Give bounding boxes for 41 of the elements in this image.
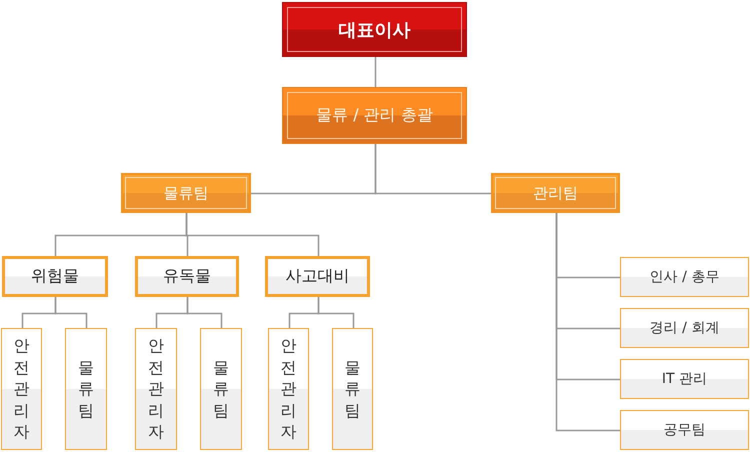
unit-box xyxy=(620,308,749,348)
box-label: 물류 / 관리 총괄 xyxy=(316,105,433,126)
connector-line xyxy=(318,297,354,328)
unit-box xyxy=(620,410,749,450)
box-label: 물류팀 xyxy=(344,356,360,422)
box-label: 경리 / 회계 xyxy=(650,319,720,337)
box-label: 물류팀 xyxy=(164,184,208,202)
box-label: 공무팀 xyxy=(664,421,706,439)
team-box xyxy=(121,173,251,213)
connector-line xyxy=(186,213,320,256)
division-box xyxy=(282,87,467,144)
unit-box xyxy=(620,257,749,297)
role-box xyxy=(200,328,242,450)
role-box xyxy=(1,328,42,450)
team-box xyxy=(491,173,620,213)
role-box xyxy=(135,328,177,450)
unit-box xyxy=(265,256,370,297)
connector-line xyxy=(54,297,88,328)
box-label: 안전관리자 xyxy=(148,335,164,443)
box-label: 유독물 xyxy=(163,266,211,287)
unit-box xyxy=(620,359,749,399)
unit-box xyxy=(2,256,108,297)
connector-line xyxy=(374,144,491,194)
box-label: IT 관리 xyxy=(662,370,708,388)
role-box xyxy=(332,328,373,450)
connector-line xyxy=(186,297,222,328)
unit-box xyxy=(135,256,239,297)
role-box xyxy=(268,328,309,450)
box-label: 안전관리자 xyxy=(14,335,30,443)
box-label: 물류팀 xyxy=(213,356,229,422)
executive-box xyxy=(282,2,467,57)
role-box xyxy=(65,328,107,450)
box-label: 위험물 xyxy=(31,266,79,287)
connector-line xyxy=(374,57,376,87)
connector-line xyxy=(556,213,620,432)
box-label: 대표이사 xyxy=(338,18,410,42)
box-label: 인사 / 총무 xyxy=(650,268,720,286)
box-label: 관리팀 xyxy=(533,184,578,202)
box-label: 안전관리자 xyxy=(280,335,296,443)
box-label: 물류팀 xyxy=(78,356,94,422)
box-label: 사고대비 xyxy=(286,266,350,287)
